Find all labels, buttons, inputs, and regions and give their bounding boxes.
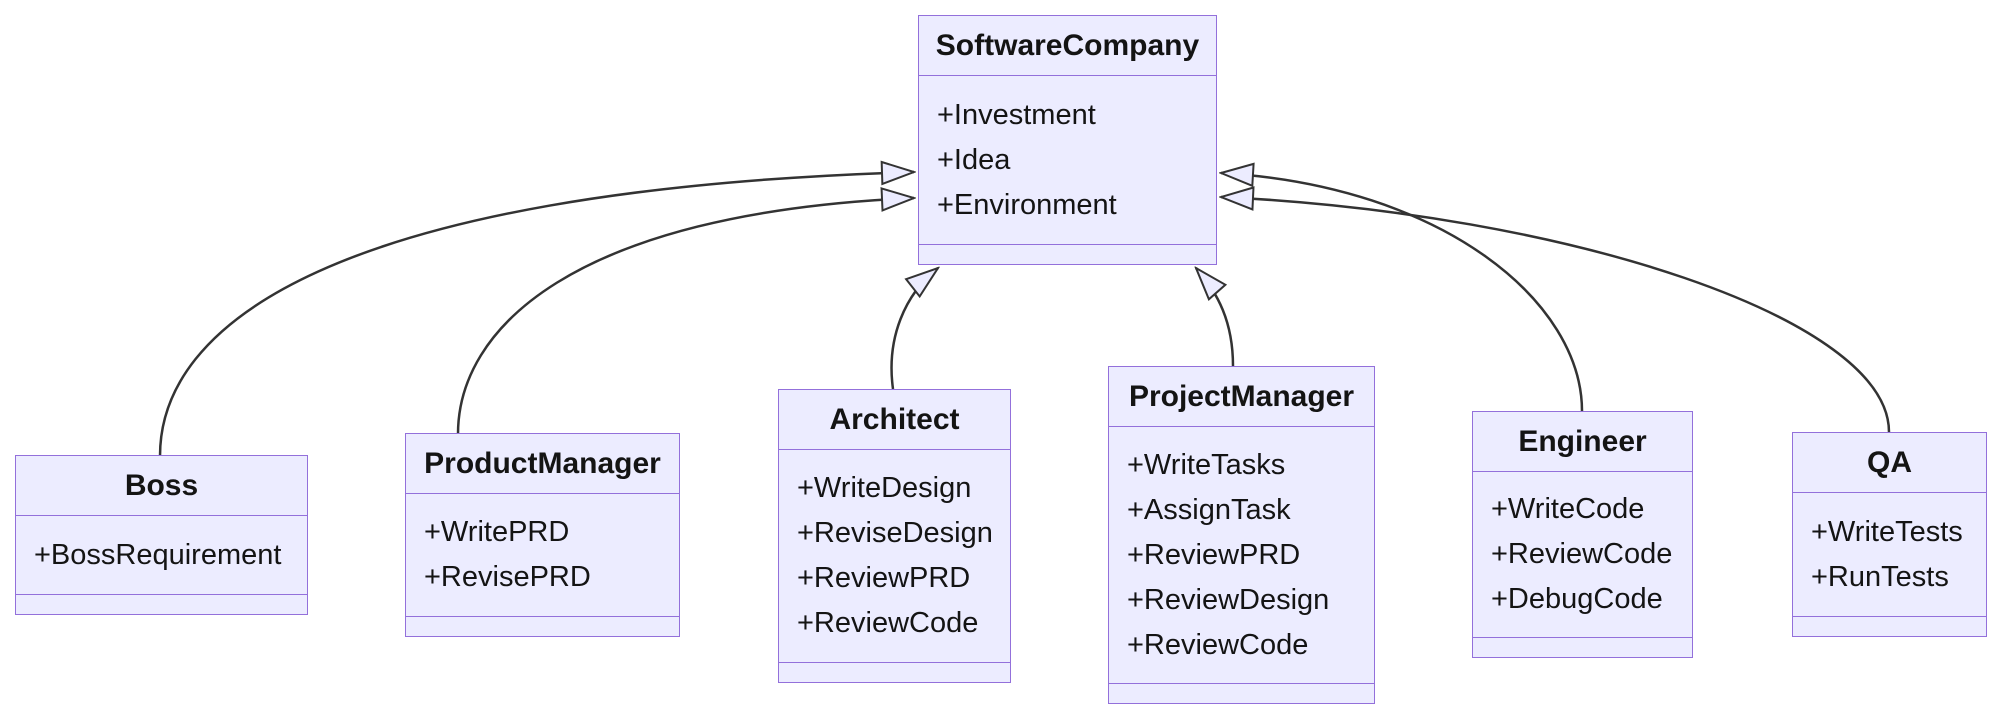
class-box-softwarecompany: SoftwareCompany +Investment +Idea +Envir… bbox=[918, 15, 1217, 265]
class-member: +DebugCode bbox=[1491, 583, 1663, 615]
class-title: Architect bbox=[779, 390, 1010, 450]
class-member: +AssignTask bbox=[1127, 493, 1291, 526]
class-members-list: +WriteDesign +ReviseDesign +ReviewPRD +R… bbox=[779, 450, 1010, 663]
class-box-boss: Boss +BossRequirement bbox=[15, 455, 308, 615]
class-methods-empty-section bbox=[1109, 684, 1374, 703]
class-members-list: +WriteCode +ReviewCode +DebugCode bbox=[1473, 472, 1692, 638]
edge-architect-to-softwarecompany bbox=[890, 268, 938, 390]
class-members-list: +WritePRD +RevisePRD bbox=[406, 494, 679, 617]
edge-projectmanager-to-softwarecompany bbox=[1196, 268, 1235, 367]
edge-qa-to-softwarecompany bbox=[1221, 197, 1891, 433]
class-box-productmanager: ProductManager +WritePRD +RevisePRD bbox=[405, 433, 680, 637]
class-members-list: +BossRequirement bbox=[16, 516, 307, 595]
class-title: ProductManager bbox=[406, 434, 679, 494]
class-member: +ReviewCode bbox=[1491, 538, 1673, 570]
class-member: +ReviewCode bbox=[1127, 628, 1309, 661]
class-title: ProjectManager bbox=[1109, 367, 1374, 427]
class-member: +ReviewPRD bbox=[797, 562, 971, 594]
class-title: Boss bbox=[16, 456, 307, 516]
class-member: +RevisePRD bbox=[424, 561, 591, 593]
class-member: +ReviewDesign bbox=[1127, 583, 1330, 616]
class-member: +WriteCode bbox=[1491, 493, 1645, 525]
class-title: QA bbox=[1793, 433, 1986, 493]
edge-engineer-to-softwarecompany bbox=[1221, 173, 1584, 412]
class-member: +RunTests bbox=[1811, 560, 1949, 593]
edge-productmanager-to-softwarecompany bbox=[456, 198, 914, 435]
class-member: +WritePRD bbox=[424, 516, 570, 548]
class-member: +Idea bbox=[937, 143, 1011, 176]
class-box-projectmanager: ProjectManager +WriteTasks +AssignTask +… bbox=[1108, 366, 1375, 704]
class-box-qa: QA +WriteTests +RunTests bbox=[1792, 432, 1987, 637]
class-member: +WriteTests bbox=[1811, 515, 1963, 548]
class-member: +ReviewPRD bbox=[1127, 538, 1301, 571]
class-member: +WriteDesign bbox=[797, 472, 972, 504]
edge-boss-to-softwarecompany bbox=[158, 172, 914, 457]
class-methods-empty-section bbox=[1793, 617, 1986, 636]
class-member: +Environment bbox=[937, 188, 1117, 221]
class-methods-empty-section bbox=[779, 663, 1010, 682]
class-methods-empty-section bbox=[919, 245, 1216, 264]
class-member: +ReviseDesign bbox=[797, 517, 993, 549]
class-box-architect: Architect +WriteDesign +ReviseDesign +Re… bbox=[778, 389, 1011, 683]
class-methods-empty-section bbox=[1473, 638, 1692, 657]
class-methods-empty-section bbox=[16, 595, 307, 614]
class-member: +BossRequirement bbox=[34, 538, 282, 571]
class-box-engineer: Engineer +WriteCode +ReviewCode +DebugCo… bbox=[1472, 411, 1693, 658]
class-title: SoftwareCompany bbox=[919, 16, 1216, 76]
class-member: +WriteTasks bbox=[1127, 448, 1286, 481]
class-members-list: +Investment +Idea +Environment bbox=[919, 76, 1216, 245]
class-member: +ReviewCode bbox=[797, 607, 979, 639]
class-members-list: +WriteTests +RunTests bbox=[1793, 493, 1986, 617]
class-member: +Investment bbox=[937, 98, 1096, 131]
class-title: Engineer bbox=[1473, 412, 1692, 472]
class-members-list: +WriteTasks +AssignTask +ReviewPRD +Revi… bbox=[1109, 427, 1374, 684]
class-methods-empty-section bbox=[406, 617, 679, 636]
